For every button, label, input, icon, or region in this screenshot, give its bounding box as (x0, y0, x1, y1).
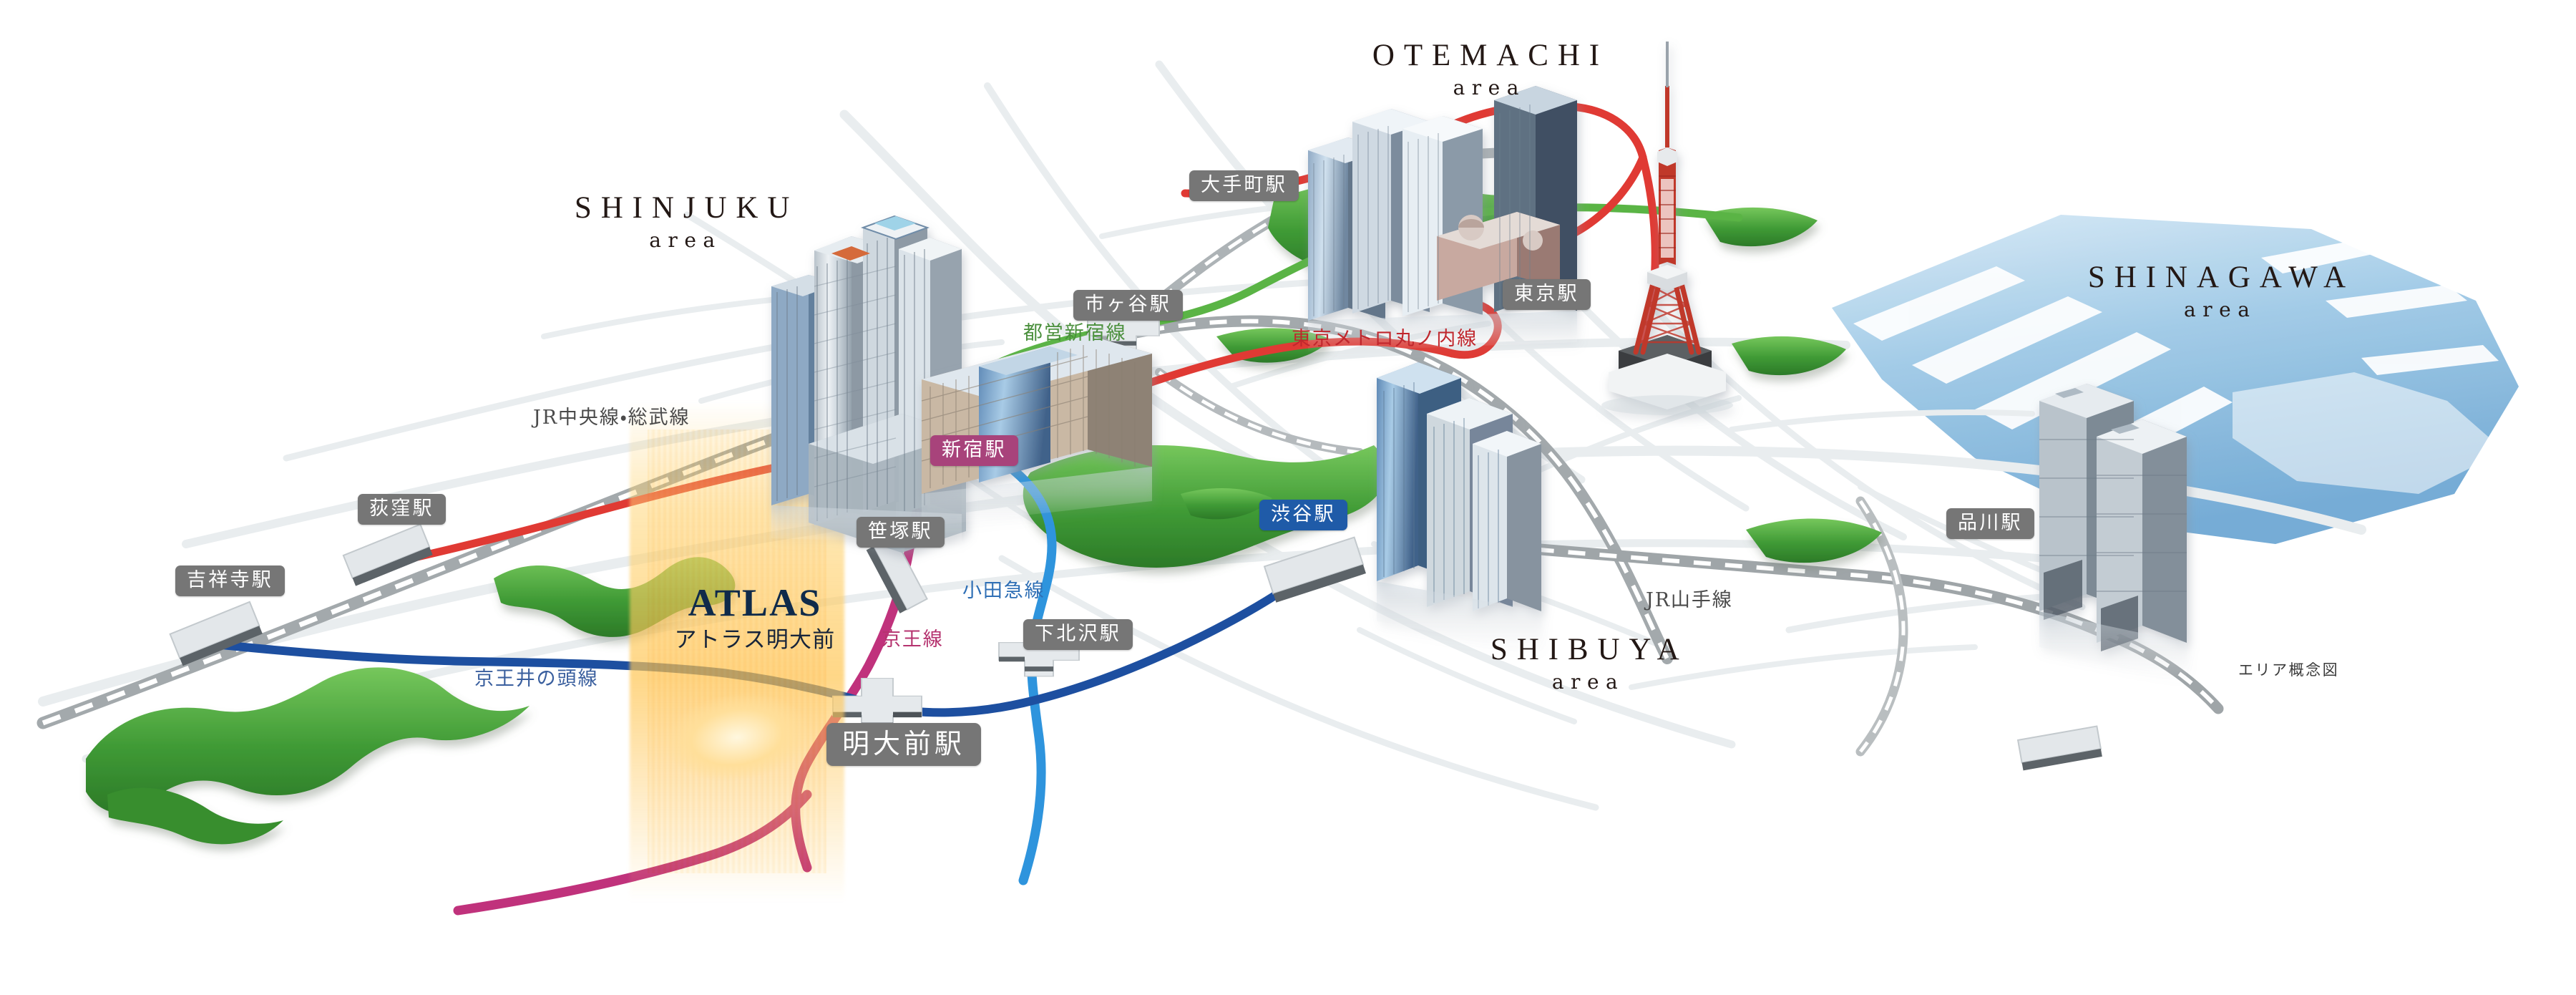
station-plate-shimokitazawa[interactable]: 下北沢駅 (1023, 619, 1133, 650)
line-label-keio: 京王線 (882, 628, 944, 651)
station-plate-sasazuka[interactable]: 笹塚駅 (857, 517, 945, 548)
line-label-jr-chuo-sobu: JR中央線・総武線 (533, 407, 691, 429)
area-label-otemachi-sub: area (1453, 76, 1526, 100)
area-label-shinagawa-sub: area (2184, 298, 2257, 322)
area-label-shinjuku: SHINJUKU area (565, 191, 799, 254)
area-label-shinagawa: SHINAGAWA area (2079, 261, 2355, 324)
area-label-shibuya-en: SHIBUYA (1490, 633, 1689, 666)
map-footnote: エリア概念図 (2238, 661, 2340, 679)
line-label-jr-yamanote: JR山手線 (1646, 589, 1733, 611)
station-plate-shibuya[interactable]: 渋谷駅 (1259, 500, 1347, 530)
line-label-odakyu: 小田急線 (962, 580, 1045, 602)
atlas-name-jp: アトラス明大前 (674, 627, 836, 653)
area-label-shibuya-sub: area (1551, 670, 1625, 694)
line-label-toei-shinjuku: 都営新宿線 (1023, 322, 1127, 344)
atlas-name-en: ATLAS (688, 581, 822, 624)
otemachi-skyscrapers (1308, 86, 1577, 352)
station-plate-meidaimae[interactable]: 明大前駅 (826, 723, 981, 766)
area-label-shinagawa-en: SHINAGAWA (2087, 261, 2355, 294)
area-label-otemachi-en: OTEMACHI (1372, 39, 1609, 72)
atlas-property-label: ATLAS アトラス明大前 (674, 583, 835, 651)
station-plate-otemachi[interactable]: 大手町駅 (1189, 170, 1299, 201)
area-label-shibuya: SHIBUYA area (1481, 633, 1689, 696)
station-plate-shinjuku[interactable]: 新宿駅 (930, 435, 1018, 466)
area-label-shinjuku-en: SHINJUKU (574, 191, 799, 225)
station-plate-tokyo[interactable]: 東京駅 (1503, 279, 1591, 310)
area-label-otemachi: OTEMACHI area (1363, 39, 1609, 102)
tokyo-tower (1601, 42, 1733, 415)
line-label-metro-marunouchi: 東京メトロ丸ノ内線 (1292, 328, 1478, 350)
shibuya-skyscrapers (1377, 362, 1541, 651)
station-plate-ogikubo[interactable]: 荻窪駅 (358, 494, 446, 525)
station-plate-shinagawa[interactable]: 品川駅 (1946, 508, 2034, 539)
shinagawa-skyscrapers (2039, 384, 2187, 679)
odakyu-line (951, 424, 1057, 885)
station-plate-kichijoji[interactable]: 吉祥寺駅 (175, 566, 285, 596)
area-label-shinjuku-sub: area (649, 228, 722, 253)
station-plate-ichigaya[interactable]: 市ヶ谷駅 (1073, 290, 1183, 321)
line-label-keio-inokashira: 京王井の頭線 (474, 668, 599, 690)
